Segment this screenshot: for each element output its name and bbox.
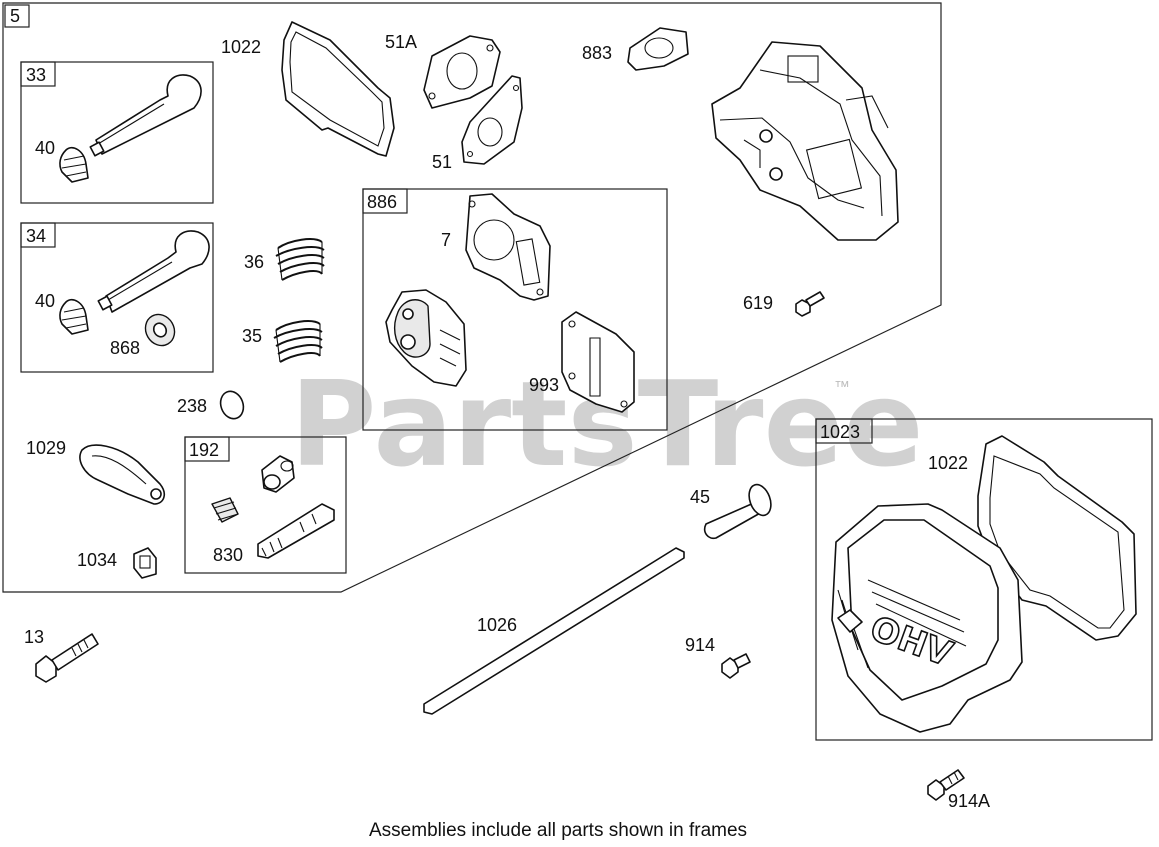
breather-fitting-part	[261, 455, 295, 493]
frame-exhaust-valve	[20, 222, 214, 373]
watermark-trademark: ™	[834, 379, 850, 396]
frame-intake-valve-tag	[20, 61, 56, 87]
frame-exhaust-valve-tag	[20, 222, 56, 248]
frame-main-tag	[4, 4, 30, 28]
gasket-993-part	[561, 311, 635, 413]
frame-gasket-set-tag	[362, 188, 408, 214]
part-label-1022: 1022	[221, 37, 261, 57]
valve-rotator-868-part	[144, 313, 176, 347]
frame-intake-valve	[20, 61, 214, 204]
intake-gasket-51a-part	[423, 35, 501, 109]
part-label-1026: 1026	[477, 615, 517, 635]
breather-spring-part	[211, 497, 239, 523]
rocker-gasket-part	[281, 21, 395, 157]
valve-seal-40a-part	[59, 146, 89, 183]
part-label-1022-cover: 1022	[928, 453, 968, 473]
frame-breather-kit-label: 192	[189, 440, 219, 460]
intake-gasket-51-part	[461, 75, 523, 165]
frame-gasket-set-label: 886	[367, 192, 397, 212]
bolt-914a-part	[927, 769, 965, 801]
intake-valve-part	[89, 74, 202, 157]
part-label-35: 35	[242, 326, 262, 346]
valve-cover-part: OHV	[831, 503, 1023, 733]
plug-238-part	[219, 390, 245, 420]
tappet-45-part	[703, 483, 772, 540]
part-label-868: 868	[110, 338, 140, 358]
frame-breather-kit	[184, 436, 347, 574]
breather-tube-830-part	[257, 503, 335, 559]
valve-spring-36-part	[275, 238, 325, 281]
screw-914-part	[721, 653, 751, 679]
part-label-619: 619	[743, 293, 773, 313]
valve-spring-35-part	[273, 320, 323, 363]
insulator-gasket-883-part	[627, 27, 689, 71]
frame-intake-valve-label: 33	[26, 65, 46, 85]
cylinder-head-part	[711, 41, 899, 241]
part-label-238: 238	[177, 396, 207, 416]
part-label-36: 36	[244, 252, 264, 272]
frame-cover-assembly-tag	[815, 418, 873, 444]
valve-seal-40b-part	[59, 298, 89, 335]
frame-main	[2, 2, 942, 593]
part-label-993: 993	[529, 375, 559, 395]
frame-main-label: 5	[10, 6, 20, 26]
footer-note: Assemblies include all parts shown in fr…	[369, 820, 747, 841]
part-label-40-intake: 40	[35, 138, 55, 158]
part-label-13: 13	[24, 627, 44, 647]
part-label-1034: 1034	[77, 550, 117, 570]
part-label-7: 7	[441, 230, 451, 250]
part-label-51: 51	[432, 152, 452, 172]
part-label-883: 883	[582, 43, 612, 63]
part-label-914: 914	[685, 635, 715, 655]
frame-gasket-set	[362, 188, 668, 431]
part-label-51a: 51A	[385, 32, 417, 52]
part-label-1029: 1029	[26, 438, 66, 458]
frame-cover-assembly	[815, 418, 1153, 741]
part-label-830: 830	[213, 545, 243, 565]
frame-cover-assembly-label: 1023	[820, 422, 860, 442]
rocker-arm-1029-part	[79, 444, 166, 505]
frame-breather-kit-tag	[184, 436, 230, 462]
push-rod-1026-part	[423, 547, 685, 715]
bolt-13-part	[35, 633, 99, 683]
head-gasket-7-part	[465, 193, 551, 301]
breather-plate-part	[385, 289, 467, 387]
frame-exhaust-valve-label: 34	[26, 226, 46, 246]
exhaust-valve-part	[97, 230, 210, 313]
clip-1034-part	[133, 547, 157, 579]
part-label-45: 45	[690, 487, 710, 507]
part-label-40-exhaust: 40	[35, 291, 55, 311]
screw-619-part	[795, 291, 825, 317]
part-label-914a: 914A	[948, 791, 990, 811]
